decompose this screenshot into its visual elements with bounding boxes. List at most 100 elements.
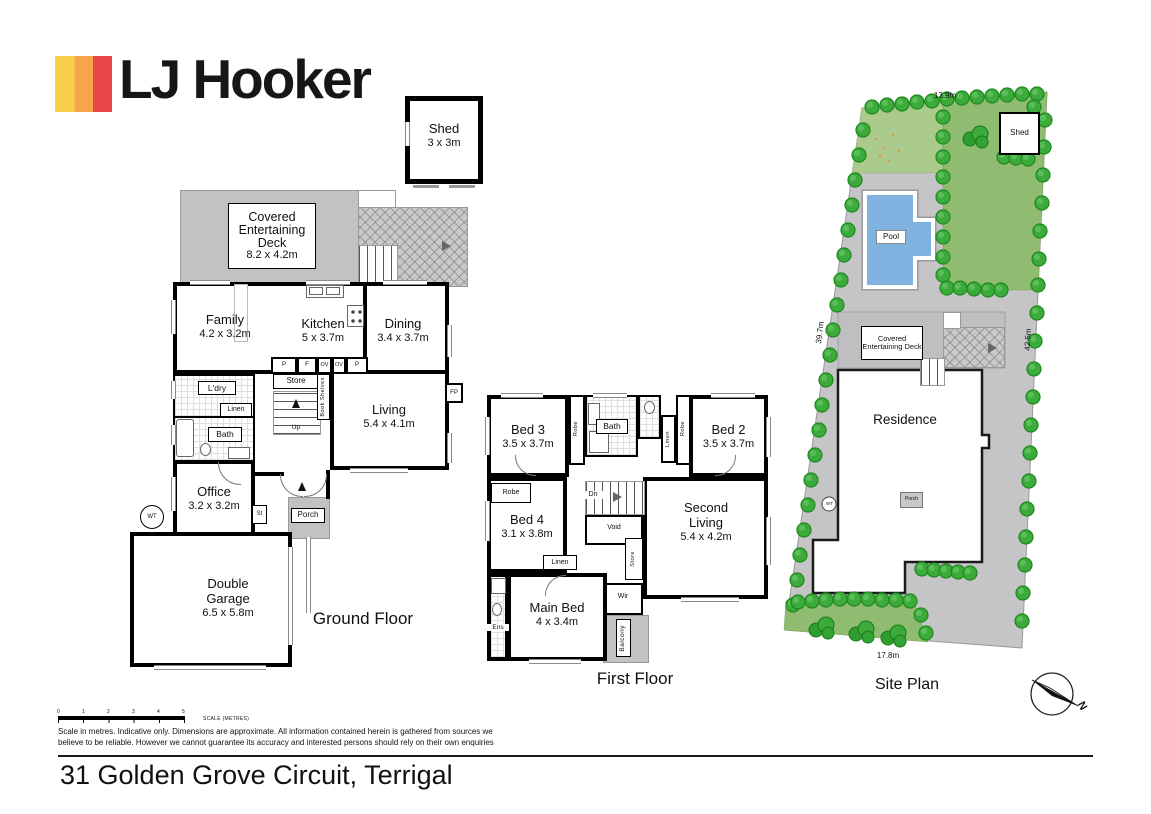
disclaimer-line1: Scale in metres. Indicative only. Dimens…	[58, 727, 493, 736]
scale-tick: 2	[107, 709, 110, 715]
family-label: Family 4.2 x 3.2m	[199, 312, 251, 340]
stove-cooktop	[347, 305, 364, 327]
ground-floor-title: Ground Floor	[312, 609, 414, 628]
residence-outline	[811, 368, 991, 595]
wall	[252, 472, 284, 476]
garden-dots	[874, 133, 901, 163]
scale-tick: 0	[57, 709, 60, 715]
linen-box-gf: Linen	[220, 403, 252, 417]
shower	[491, 578, 506, 594]
shed-window	[405, 122, 410, 146]
ground-floor-plan: Covered Entertaining Deck 8.2 x 4.2m FP …	[130, 185, 480, 685]
bed2-label: Bed 2 3.5 x 3.7m	[702, 422, 755, 450]
robe-box: Robe	[491, 483, 531, 503]
window	[529, 659, 581, 664]
bathtub	[176, 419, 194, 457]
scale-tick: 3	[132, 709, 135, 715]
office-label: Office 3.2 x 3.2m	[188, 484, 240, 512]
garage-label: Double Garage 6.5 x 5.8m	[202, 576, 254, 619]
balcony-label: Balcony	[616, 619, 631, 657]
store-box-gf: Store	[273, 374, 319, 389]
toilet	[492, 603, 502, 616]
window	[288, 547, 293, 645]
bed4-label: Bed 4 3.1 x 3.8m	[501, 512, 553, 540]
first-floor-plan: Robe Dn Void Store Linen Wir Ens Balcony…	[485, 393, 775, 698]
oven-cabinet: OV	[317, 357, 332, 374]
stairs-down-label: Dn	[583, 491, 603, 500]
stairs-down-arrow-icon	[613, 492, 622, 502]
window	[766, 517, 771, 565]
storage-box: St	[252, 505, 267, 524]
ensuite-label: Ens	[487, 624, 509, 632]
scale-bar: 0 1 2 3 4 5 SCALE (METRES)	[57, 709, 338, 727]
window	[350, 468, 408, 473]
entry-arrow-icon	[298, 482, 306, 491]
window	[681, 597, 739, 602]
living-room	[330, 370, 449, 470]
shed-door	[413, 185, 439, 188]
bath-label-ff: Bath	[596, 419, 628, 434]
first-floor-title: First Floor	[596, 669, 674, 688]
bed3-label: Bed 3 3.5 x 3.7m	[502, 422, 554, 450]
kitchen-sink-bowl	[309, 287, 323, 295]
main-bed-label: Main Bed 4 x 3.4m	[529, 600, 585, 628]
wir-label: Wir	[617, 593, 629, 600]
kitchen-label: Kitchen 5 x 3.7m	[301, 316, 345, 344]
window	[711, 393, 755, 398]
robe-label-v: Robe	[678, 405, 689, 453]
site-pool-label: Pool	[876, 230, 906, 244]
site-dim-bottom: 17.8m	[876, 651, 900, 660]
fireplace-box: FP	[445, 383, 463, 403]
kitchen-sink-bowl	[326, 287, 340, 295]
wall	[326, 470, 330, 499]
fridge-cabinet: F	[297, 357, 317, 374]
bath-label-gf: Bath	[208, 427, 242, 442]
logo-mark-icon	[55, 56, 112, 112]
shed-door	[449, 185, 475, 188]
linen-label-v: Linen	[663, 419, 674, 459]
toilet	[200, 443, 211, 456]
site-deck-label: Covered Entertaining Deck	[861, 326, 923, 360]
entry-path	[306, 537, 311, 613]
window	[485, 501, 490, 541]
site-deck-notch	[943, 312, 961, 329]
scale-bar-line	[58, 716, 185, 720]
logo-text: LJ Hooker	[119, 48, 372, 110]
second-living-label: Second Living 5.4 x 4.2m	[680, 500, 732, 543]
site-deck-stairs	[920, 358, 945, 386]
oven-cabinet: OV	[332, 357, 346, 374]
scale-tick: 4	[157, 709, 160, 715]
shed-plan: Shed 3 x 3m	[405, 96, 485, 192]
site-residence-label: Residence	[873, 412, 937, 427]
stairs-up-label: Up	[291, 424, 301, 431]
window	[306, 280, 350, 285]
deck-arrow-icon	[442, 241, 451, 251]
water-tank-site	[821, 496, 837, 512]
window	[447, 433, 452, 463]
address-title: 31 Golden Grove Circuit, Terrigal	[60, 760, 453, 790]
window	[190, 280, 230, 285]
disclaimer: Scale in metres. Indicative only. Dimens…	[58, 727, 558, 749]
scale-bar-ticks	[58, 720, 186, 723]
wir-room	[603, 583, 643, 615]
door-arc	[304, 474, 327, 497]
stairs-up	[273, 391, 321, 435]
dining-room	[363, 282, 449, 374]
disclaimer-line2: believe to be reliable. However we canno…	[58, 737, 494, 747]
living-label: Living 5.4 x 4.1m	[363, 402, 415, 430]
dining-label: Dining 3.4 x 3.7m	[377, 316, 429, 344]
site-wt-label: WT	[826, 501, 833, 506]
window	[171, 477, 176, 511]
site-shed-building: Shed	[999, 112, 1040, 155]
divider-rule	[58, 755, 1093, 757]
shed-label: Shed 3 x 3m	[427, 121, 461, 149]
second-living-room	[643, 477, 768, 599]
window	[383, 280, 427, 285]
window	[501, 393, 543, 398]
window	[485, 417, 490, 455]
toilet	[644, 401, 655, 414]
window	[593, 393, 627, 398]
book-shelves-box: Book Shelves	[317, 374, 330, 420]
window	[171, 425, 176, 445]
